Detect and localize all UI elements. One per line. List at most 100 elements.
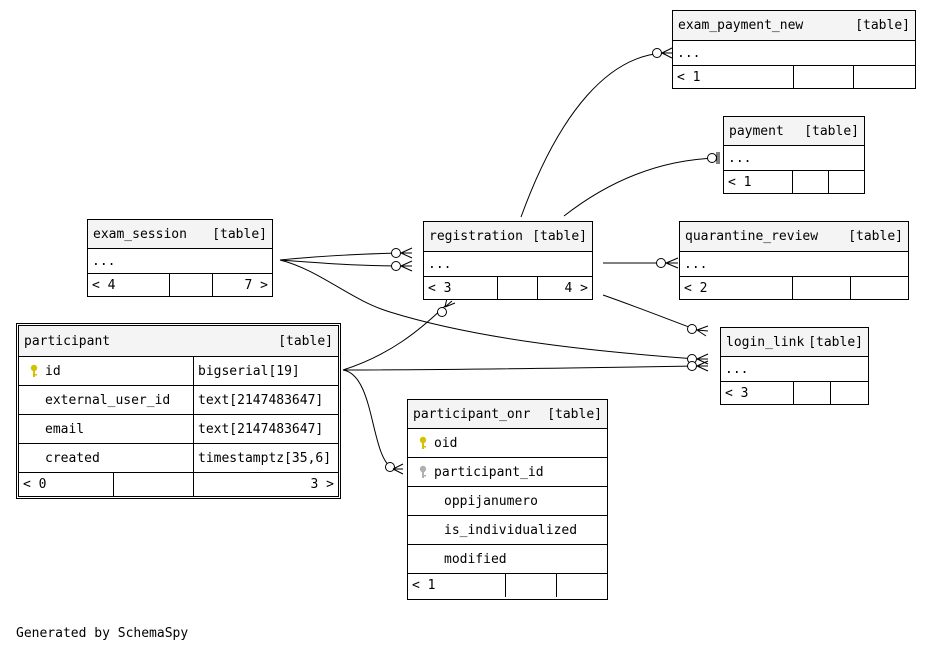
column-row: oppijanumero	[408, 487, 607, 516]
table-footer: < 1	[724, 171, 864, 193]
footer-parents[interactable]	[851, 277, 908, 299]
column-row: created timestamptz[35,6]	[19, 444, 338, 473]
edge-marker	[707, 153, 717, 163]
table-type: [table]	[278, 333, 333, 349]
table-body: ...	[88, 249, 272, 274]
edge-marker	[687, 324, 697, 334]
table-type: [table]	[808, 334, 863, 350]
table-exam-payment-new[interactable]: exam_payment_new [table] ... < 1	[672, 10, 916, 89]
column-name: participant_id	[434, 464, 544, 480]
table-participant[interactable]: participant [table] id bigserial[19] ext…	[16, 323, 341, 499]
footer-parents[interactable]: 4 >	[564, 280, 588, 296]
table-header: login_link [table]	[721, 328, 868, 357]
table-type: [table]	[848, 229, 903, 244]
table-name: exam_session	[93, 226, 187, 242]
footer-columns	[793, 171, 829, 193]
column-row: email text[2147483647]	[19, 415, 338, 444]
table-body: ...	[424, 252, 592, 277]
edge-participant-login-link	[342, 365, 698, 371]
edge-marker	[391, 248, 401, 258]
column-row: participant_id	[408, 458, 607, 487]
edge-exam-session-registration-1	[279, 252, 401, 261]
footer-parents[interactable]: 7 >	[244, 277, 268, 293]
edge-marker	[656, 258, 666, 268]
table-name: login_link	[726, 334, 805, 350]
column-type: text[2147483647]	[198, 392, 324, 408]
column-row: oid	[408, 429, 607, 458]
table-type: [table]	[547, 406, 602, 422]
table-name: quarantine_review	[685, 229, 819, 244]
table-name: participant	[24, 333, 111, 349]
table-registration[interactable]: registration [table] ... < 3 4 >	[423, 221, 593, 300]
column-row: id bigserial[19]	[19, 357, 338, 386]
footer-children[interactable]: < 4	[88, 274, 170, 296]
table-header: participant_onr [table]	[408, 400, 607, 429]
footer-children[interactable]: < 2	[680, 277, 793, 299]
table-header: exam_session [table]	[88, 220, 272, 249]
column-type: text[2147483647]	[198, 421, 324, 437]
table-name: payment	[729, 123, 784, 139]
table-footer: < 3	[721, 382, 868, 404]
edge-marker	[391, 261, 401, 271]
table-type: [table]	[532, 229, 587, 244]
table-name: registration	[429, 229, 523, 244]
table-participant-onr[interactable]: participant_onr [table] oid participant_…	[407, 399, 608, 600]
footer-columns	[498, 277, 538, 299]
key-icon	[412, 465, 434, 479]
column-name: is_individualized	[444, 522, 578, 538]
column-row: external_user_id text[2147483647]	[19, 386, 338, 415]
table-header: exam_payment_new [table]	[673, 11, 915, 41]
footer-columns	[794, 382, 831, 404]
table-name: participant_onr	[413, 406, 531, 422]
table-quarantine-review[interactable]: quarantine_review [table] ... < 2	[679, 221, 909, 300]
footer-columns	[114, 473, 194, 496]
footer-columns	[170, 274, 213, 296]
footer-parents[interactable]: 3 >	[310, 477, 334, 492]
footer-parents[interactable]	[829, 171, 864, 193]
footer-children[interactable]: < 1	[673, 66, 794, 88]
table-name: exam_payment_new	[678, 18, 804, 33]
key-icon	[412, 436, 434, 450]
edge-exam-session-login-link	[279, 259, 698, 360]
edge-marker	[652, 48, 662, 58]
table-footer: < 3 4 >	[424, 277, 592, 299]
column-name: oid	[434, 435, 458, 451]
footer-children[interactable]: < 0	[19, 473, 114, 496]
table-body: ...	[673, 41, 915, 66]
column-name: email	[19, 415, 194, 443]
table-footer: < 1	[673, 66, 915, 88]
column-row: is_individualized	[408, 516, 607, 545]
table-footer: < 2	[680, 277, 908, 299]
footer-children[interactable]: < 1	[724, 171, 793, 193]
footer-children[interactable]: < 1	[408, 574, 506, 597]
table-login-link[interactable]: login_link [table] ... < 3	[720, 327, 869, 405]
edge-registration-login-link	[602, 294, 698, 331]
column-name: modified	[444, 551, 507, 567]
table-exam-session[interactable]: exam_session [table] ... < 4 7 >	[87, 219, 273, 297]
table-body: ...	[721, 357, 868, 382]
table-header: payment [table]	[724, 117, 864, 146]
footer-columns	[793, 277, 851, 299]
footer-parents[interactable]	[854, 66, 915, 88]
table-payment[interactable]: payment [table] ... < 1	[723, 116, 865, 194]
edge-participant-registration	[342, 305, 446, 371]
footer-parents[interactable]	[831, 382, 868, 404]
footer-columns	[506, 574, 557, 597]
footer-parents[interactable]	[557, 574, 607, 597]
table-footer: < 4 7 >	[88, 274, 272, 296]
footer-children[interactable]: < 3	[721, 382, 794, 404]
column-type: bigserial[19]	[198, 363, 300, 379]
column-name: created	[19, 444, 194, 472]
edge-marker	[385, 462, 395, 472]
column-name: id	[45, 363, 61, 379]
column-name: external_user_id	[19, 386, 194, 414]
edge-registration-exam-payment-new	[520, 52, 666, 218]
edge-participant-participant-onr	[342, 369, 393, 469]
generator-credit: Generated by SchemaSpy	[16, 626, 189, 641]
table-body: ...	[724, 146, 864, 171]
column-name: oppijanumero	[444, 493, 538, 509]
table-header: quarantine_review [table]	[680, 222, 908, 252]
table-header: participant [table]	[19, 326, 338, 357]
footer-children[interactable]: < 3	[424, 277, 498, 299]
table-type: [table]	[212, 226, 267, 242]
